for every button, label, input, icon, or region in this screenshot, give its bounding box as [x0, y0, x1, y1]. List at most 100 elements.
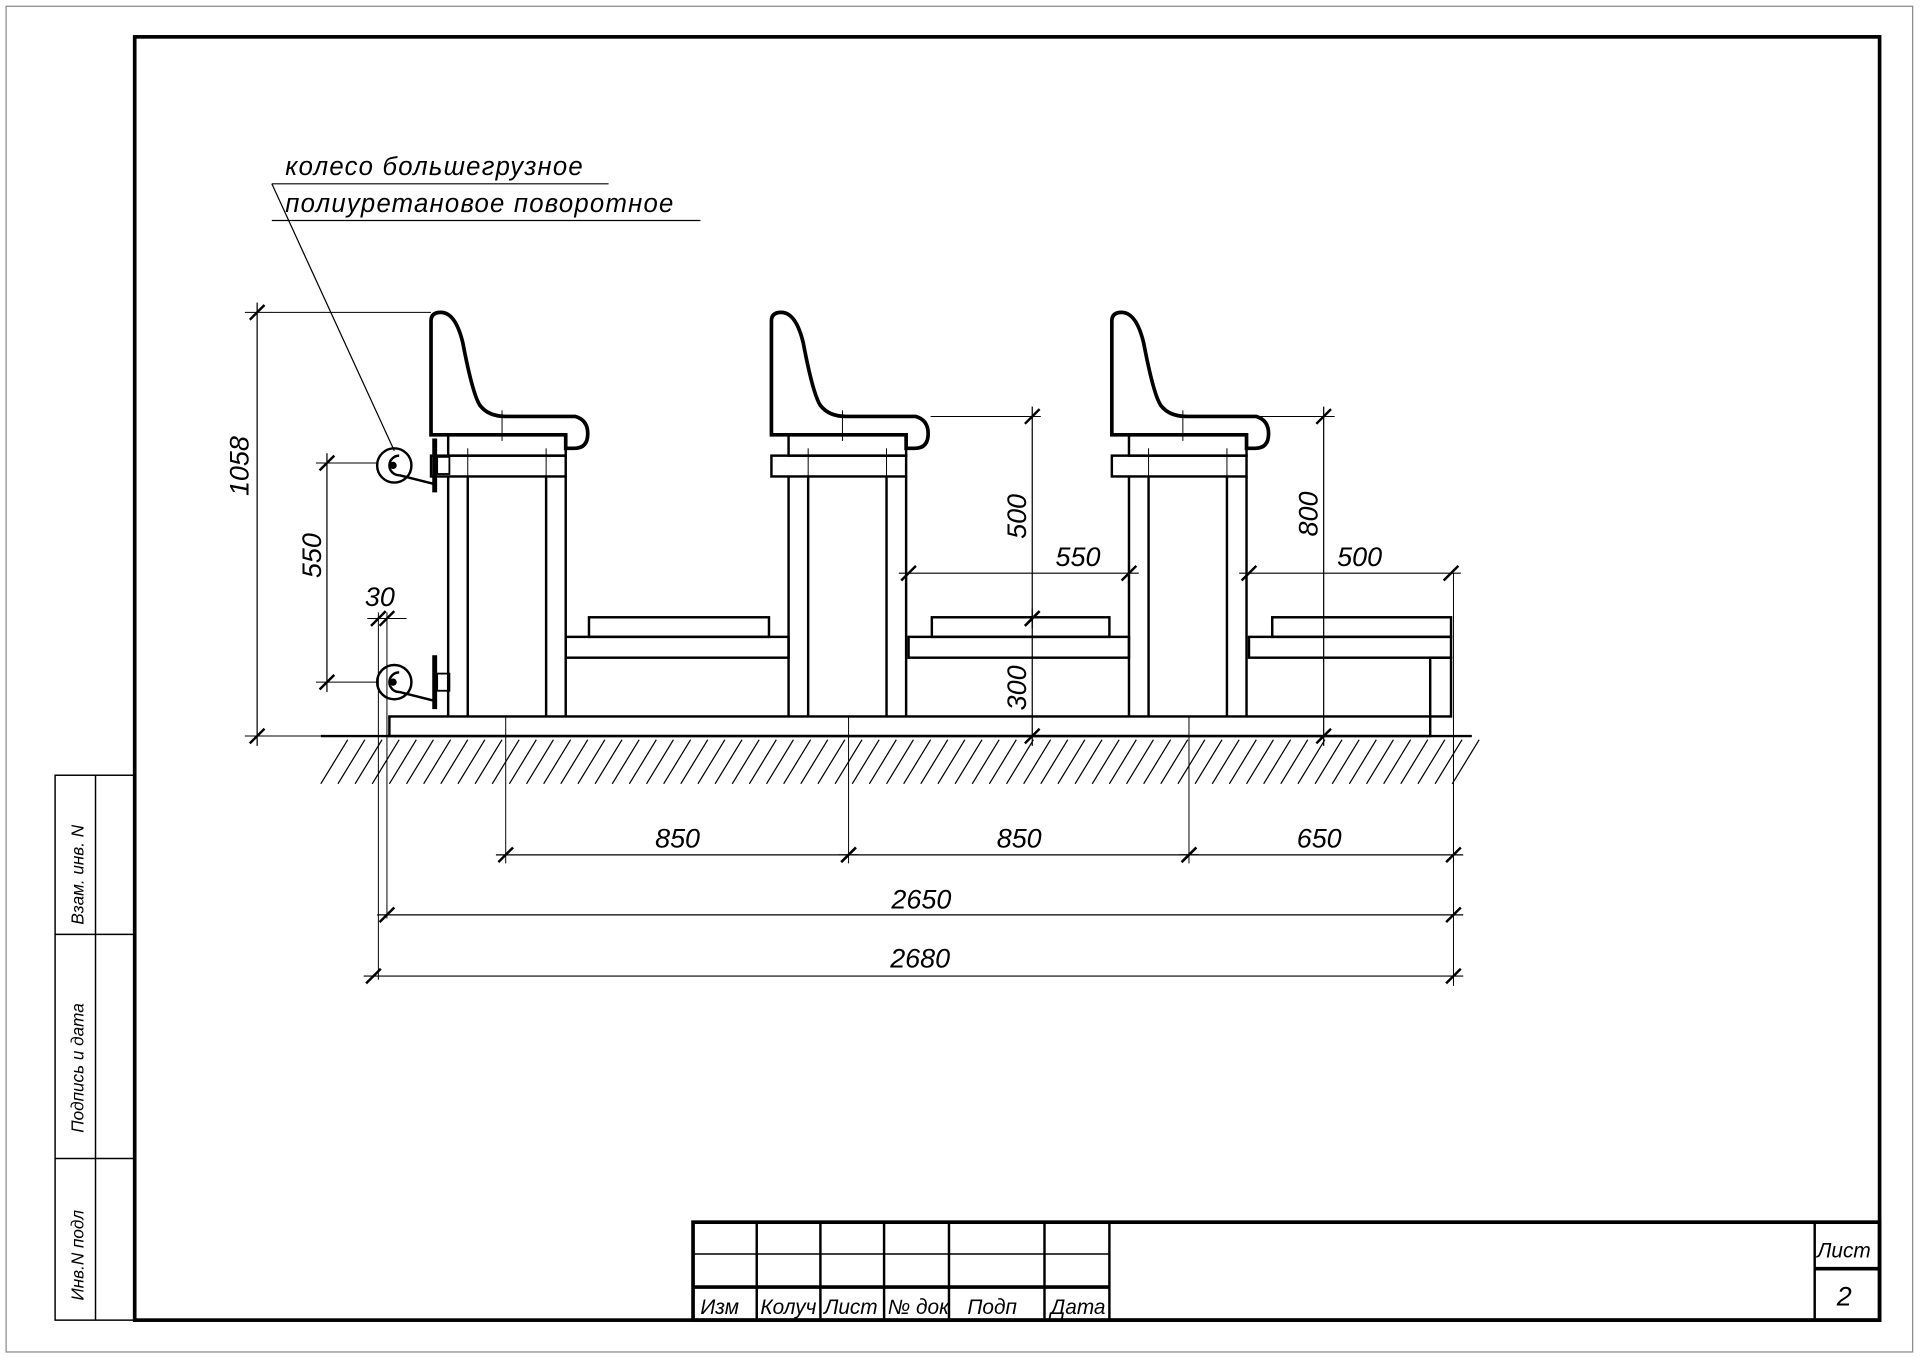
- dim-550-horizontal: 550: [1056, 542, 1101, 572]
- dim-550-vertical: 550: [297, 533, 327, 578]
- ground-hatch: [663, 739, 692, 785]
- ground-hatch: [903, 739, 932, 785]
- ground-hatch: [886, 739, 914, 785]
- dimension-tick: [1024, 610, 1041, 627]
- ground-hatch: [628, 739, 657, 785]
- seat-support: [446, 433, 567, 457]
- ground-hatch: [851, 739, 880, 785]
- ground-hatch: [1126, 739, 1154, 785]
- ground-hatch: [1074, 739, 1103, 785]
- dim-850-second: 850: [997, 823, 1042, 853]
- seat-1: [429, 310, 590, 451]
- ground-hatch: [868, 739, 897, 785]
- ground-hatch: [988, 739, 1017, 785]
- title-col-doc: № док: [888, 1296, 950, 1319]
- dim-1058: 1058: [225, 436, 255, 496]
- ground-hatch: [406, 739, 434, 785]
- ground-hatch: [440, 739, 469, 785]
- ground-hatch: [1160, 739, 1189, 785]
- seat-rail: [1110, 454, 1248, 478]
- dim-650: 650: [1297, 823, 1342, 853]
- footrest-rail: [564, 635, 790, 659]
- title-block: Изм Колуч Лист № док Подп Дата Лист 2: [691, 1220, 1882, 1322]
- ground-hatch: [817, 739, 846, 785]
- ground-hatch: [731, 739, 760, 785]
- footrest-rail: [907, 635, 1131, 659]
- ground-hatch: [714, 739, 743, 785]
- ground-hatch: [457, 739, 486, 785]
- ground-hatch: [1331, 739, 1360, 785]
- dimension-tick: [497, 846, 514, 864]
- ground-hatch: [1057, 739, 1086, 785]
- dimension-tick: [318, 673, 336, 691]
- dimension-tick: [1445, 906, 1462, 924]
- footrest-board: [1271, 616, 1453, 639]
- title-col-data: Дата: [1049, 1296, 1106, 1319]
- ground-hatch: [697, 739, 726, 785]
- dimension-tick: [1315, 408, 1332, 425]
- ground-hatch: [474, 739, 503, 785]
- dimension-tick: [1120, 564, 1138, 582]
- dimension-tick: [365, 967, 382, 985]
- dimension-tick: [1445, 846, 1462, 864]
- seat-support: [787, 433, 908, 457]
- title-col-kolych: Колуч: [760, 1296, 816, 1319]
- dimension-tick: [378, 906, 396, 924]
- ground-hatch: [1366, 739, 1394, 785]
- ground-hatch: [1297, 739, 1326, 785]
- ground-hatch: [1451, 739, 1480, 785]
- sheet-number: 2: [1836, 1281, 1852, 1311]
- bench-geometry: [244, 183, 1480, 986]
- footrest-rail: [1247, 635, 1453, 659]
- ground-hatch: [577, 739, 606, 785]
- ground-hatch: [783, 739, 812, 785]
- dimension-tick: [1315, 727, 1332, 745]
- ground-hatch: [1263, 739, 1292, 785]
- end-leg: [1428, 656, 1453, 718]
- seat-2: [769, 310, 931, 451]
- ground-hatch: [954, 739, 983, 785]
- ground-hatch: [1348, 739, 1377, 785]
- side-stamp-label-2: Подпись и дата: [67, 1003, 87, 1133]
- ground-hatch: [1246, 739, 1274, 785]
- ground-hatch: [1383, 739, 1412, 785]
- ground-hatch: [1177, 739, 1206, 785]
- ground-hatch: [1417, 739, 1446, 785]
- ground-hatch: [748, 739, 777, 785]
- wheel-axle: [389, 678, 397, 686]
- ground-hatch: [560, 739, 589, 785]
- dimension-tick: [318, 454, 336, 472]
- seat-rail: [770, 454, 908, 478]
- ground-hatch: [1211, 739, 1240, 785]
- wheel-axle: [389, 461, 397, 470]
- ground-hatch: [680, 739, 709, 785]
- footrest-board: [587, 616, 771, 639]
- ground-hatch: [1040, 739, 1069, 785]
- dimension-tick: [1024, 408, 1041, 425]
- title-col-list: Лист: [822, 1296, 878, 1319]
- wheel-mount: [436, 672, 451, 692]
- dimension-tick: [248, 727, 266, 745]
- ground-hatch: [611, 739, 640, 785]
- side-stamp: Взам. инв. N Подпись и дата Инв.N подл: [54, 774, 136, 1321]
- ground-hatch: [937, 739, 966, 785]
- dimension-tick: [1240, 564, 1258, 582]
- ground-hatch: [920, 739, 949, 785]
- ground-hatch: [423, 739, 452, 785]
- ground-hatch: [1228, 739, 1257, 785]
- ground-hatch: [354, 739, 383, 785]
- title-col-podp: Подп: [967, 1296, 1017, 1319]
- ground-hatch: [320, 739, 349, 785]
- title-col-izm: Изм: [700, 1296, 739, 1319]
- dimension-tick: [248, 304, 266, 321]
- dimension-tick: [840, 846, 857, 864]
- dimension-tick: [1024, 727, 1041, 745]
- ground-hatch: [337, 739, 366, 785]
- ground-hatch: [543, 739, 572, 785]
- ground-hatch: [1108, 739, 1137, 785]
- ground-hatch: [971, 739, 1000, 785]
- ground-hatch: [1091, 739, 1120, 785]
- ground-hatch: [1023, 739, 1052, 785]
- ground-hatch: [1143, 739, 1172, 785]
